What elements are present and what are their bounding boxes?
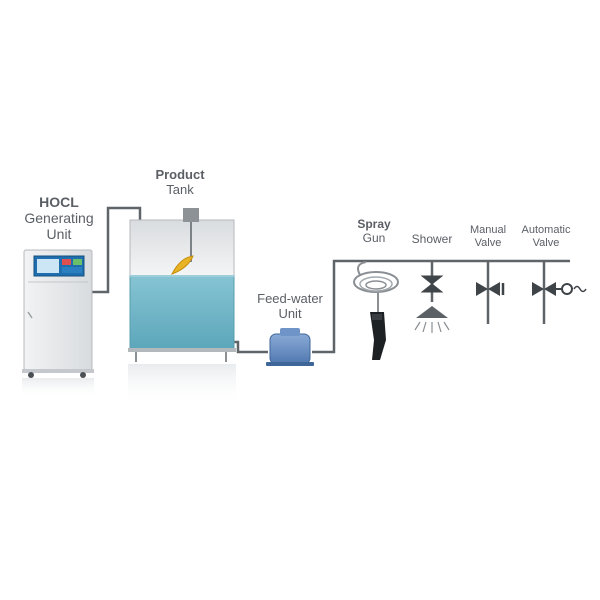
manual-valve — [476, 282, 505, 296]
mixer-blade — [170, 255, 194, 275]
spray-gun-handle — [370, 312, 386, 360]
label-manual-valve-line1: Manual — [469, 224, 507, 236]
label-automatic-valve-line1: Automatic — [521, 224, 571, 236]
shower-spray — [414, 321, 450, 333]
label-spray-gun-line1: Spray — [357, 217, 391, 231]
label-hocl-generating-unit: HOCL Generating Unit — [0, 194, 118, 242]
label-spray-gun-line2: Gun — [362, 230, 386, 245]
label-automatic-valve: Automatic Valve — [512, 224, 580, 249]
label-automatic-valve-line2: Valve — [532, 236, 560, 249]
tank-motor — [183, 208, 199, 222]
actuator-icon — [561, 283, 573, 295]
shower-valve — [414, 275, 450, 333]
label-spray-gun: Spray Gun — [344, 217, 404, 246]
label-shower-line1: Shower — [411, 232, 453, 246]
product-tank — [128, 208, 236, 406]
label-feed-water-line1: Feed-water — [257, 291, 323, 306]
feed-water-pump — [266, 328, 314, 366]
label-feed-water-line2: Unit — [278, 305, 302, 321]
label-feed-water-unit: Feed-water Unit — [240, 291, 340, 322]
label-manual-valve-line2: Valve — [474, 236, 502, 249]
label-hocl-line2: Generating — [24, 210, 94, 227]
hocl-generating-unit — [22, 249, 94, 398]
spray-gun — [353, 261, 399, 360]
pipe-network — [92, 206, 570, 354]
pipe-hocl-to-tank — [92, 206, 142, 294]
label-product-tank-line2: Tank — [166, 181, 194, 197]
label-shower: Shower — [402, 232, 462, 247]
label-manual-valve: Manual Valve — [458, 224, 518, 249]
automatic-valve — [532, 282, 587, 296]
pipe-pump-to-main — [312, 259, 570, 354]
tank-water — [129, 275, 235, 351]
label-product-tank-line1: Product — [155, 167, 205, 182]
label-hocl-line1: HOCL — [39, 194, 79, 210]
label-product-tank: Product Tank — [140, 167, 220, 198]
label-hocl-line3: Unit — [46, 226, 72, 243]
pipe-tank-to-pump — [234, 340, 268, 354]
